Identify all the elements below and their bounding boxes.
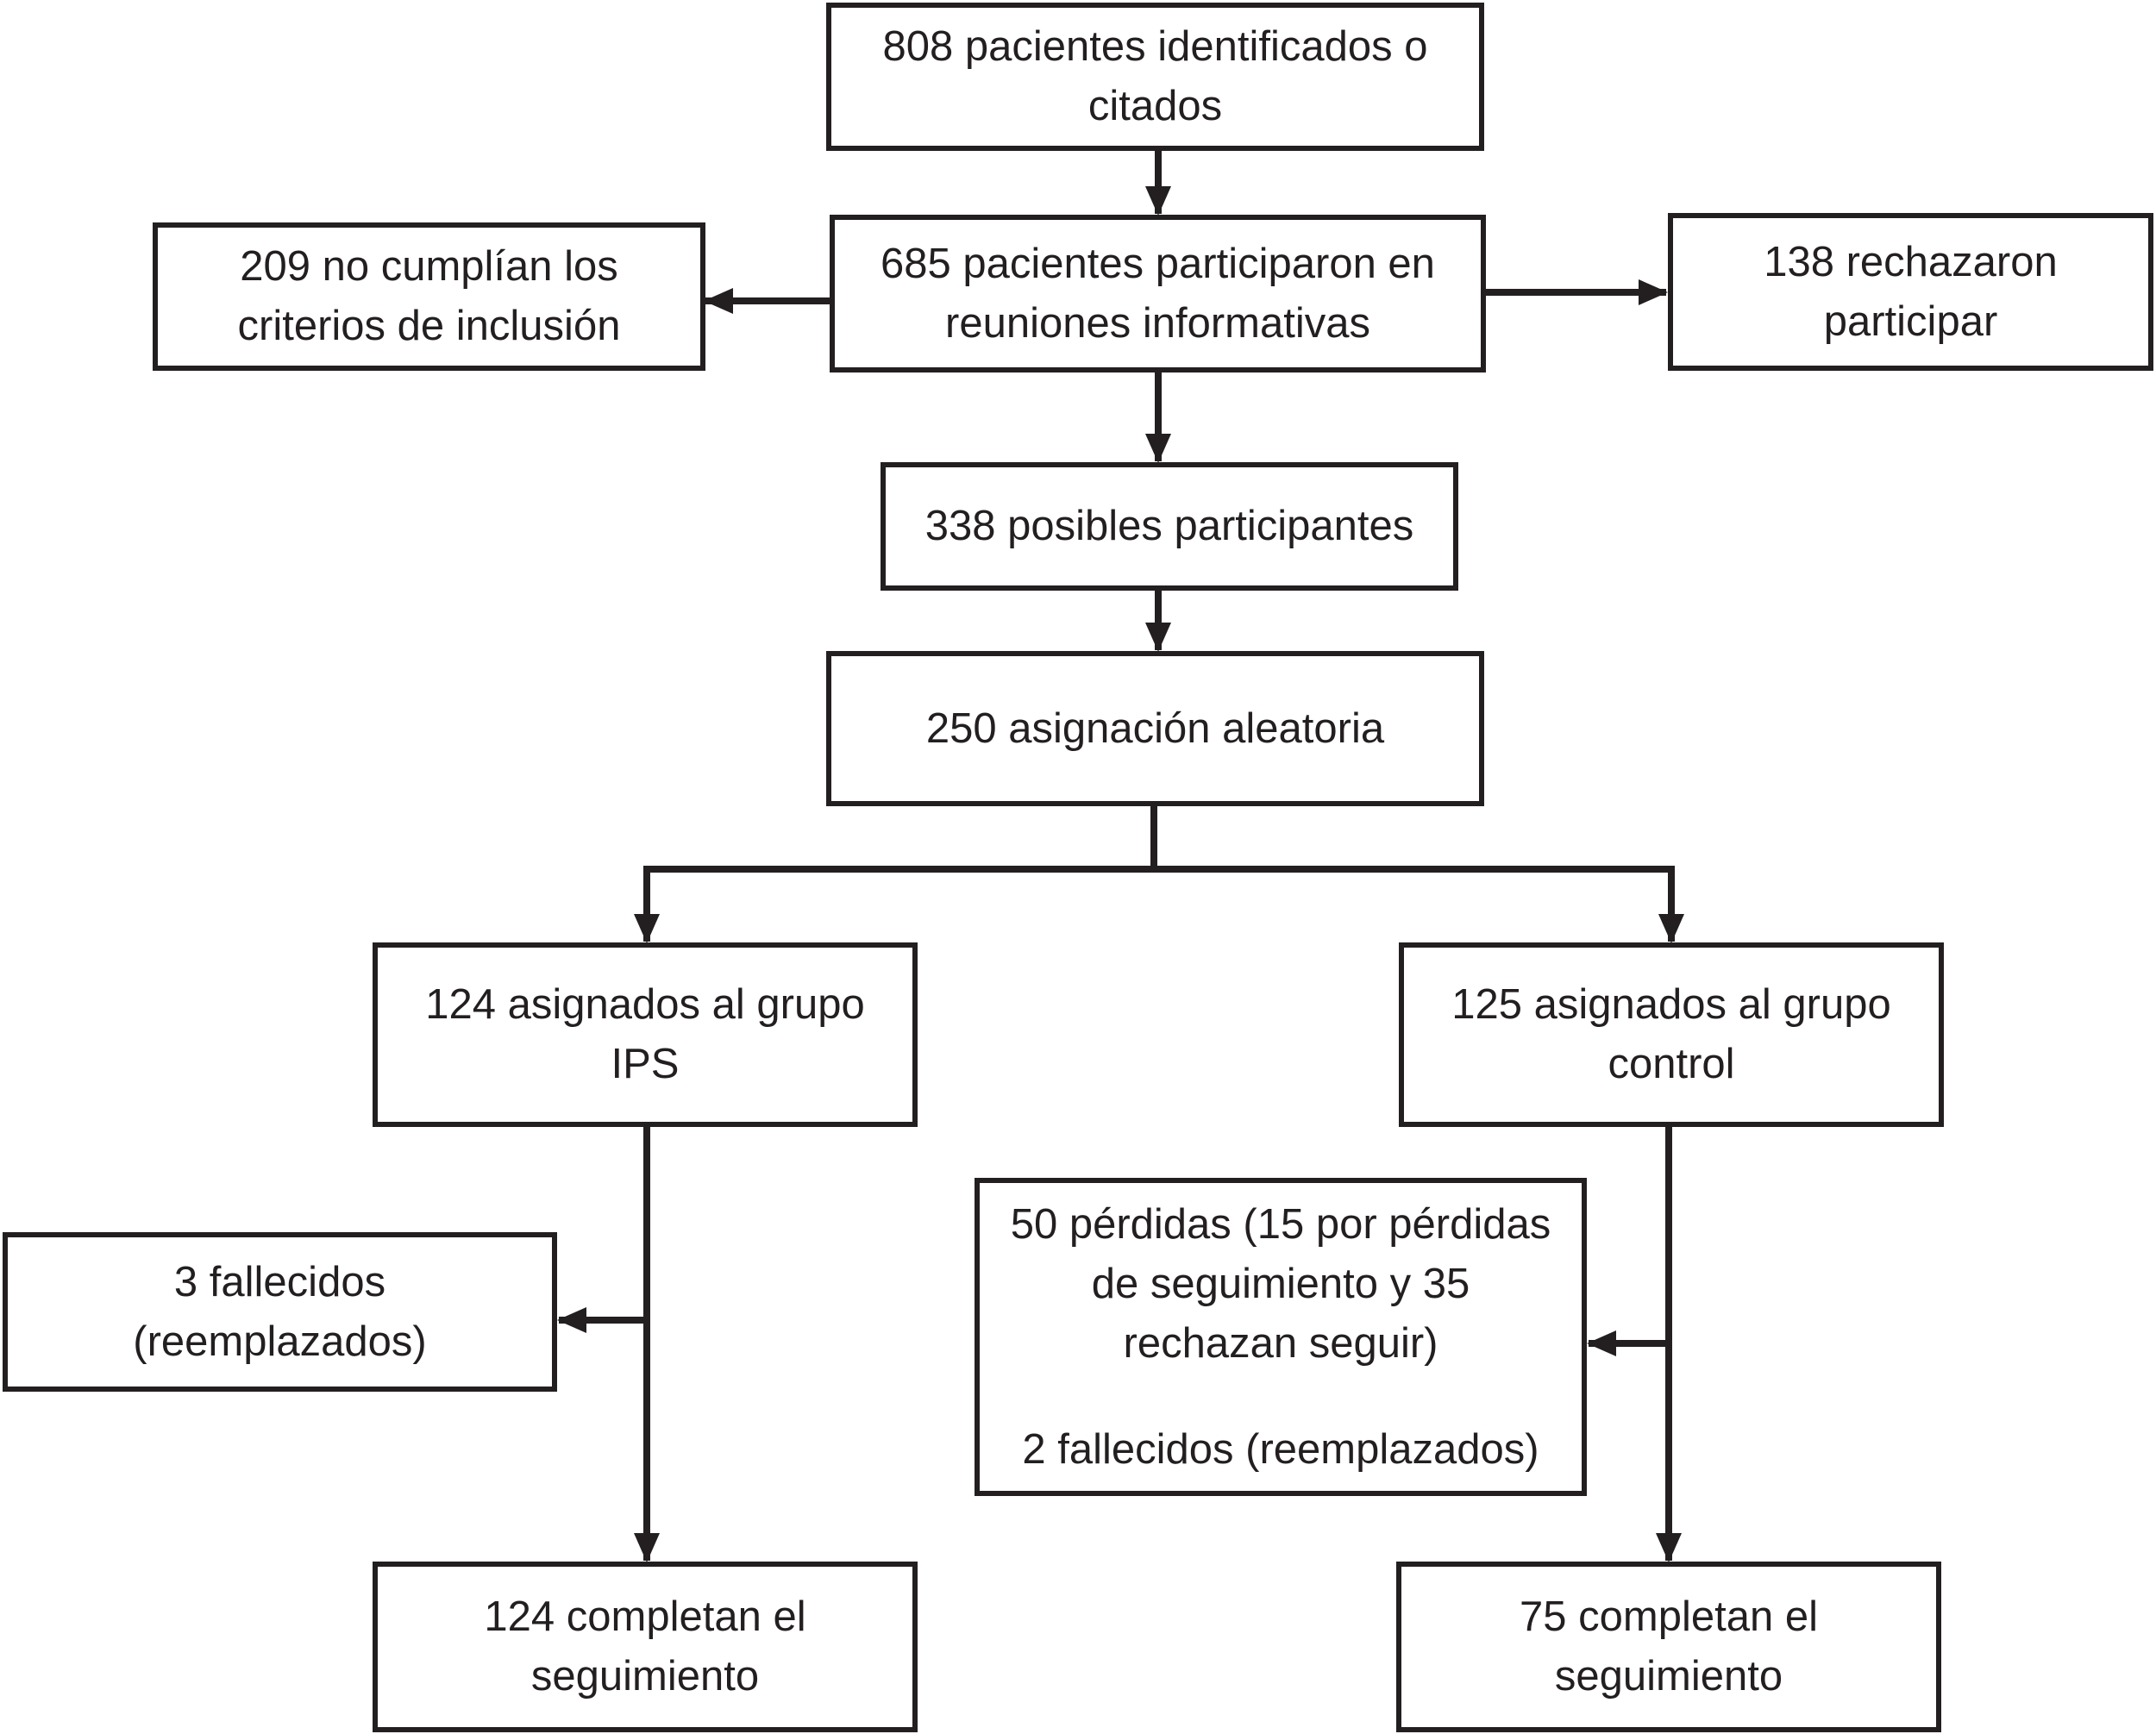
box-text-line: 209 no cumplían los <box>240 243 618 290</box>
box-control-losses: 50 pérdidas (15 por pérdidas de seguimie… <box>975 1178 1587 1496</box>
box-text-line: 75 completan el <box>1520 1593 1818 1640</box>
box-text-line: 124 asignados al grupo <box>425 981 865 1028</box>
box-informative: 685 pacientes participaron en reuniones … <box>830 215 1486 372</box>
box-text-line: 138 rechazaron <box>1764 238 2058 285</box>
box-text-line: 124 completan el <box>484 1593 806 1640</box>
box-text-line: citados <box>1087 83 1223 129</box>
box-refused: 138 rechazaron participar <box>1668 213 2153 371</box>
box-text-line: de seguimiento y 35 <box>1091 1260 1470 1307</box>
box-text-line: seguimiento <box>1554 1653 1783 1700</box>
box-text-line: criterios de inclusión <box>237 303 621 349</box>
box-text-line: 50 pérdidas (15 por pérdidas <box>1010 1200 1551 1248</box>
box-possible: 338 posibles participantes <box>881 462 1458 591</box>
box-text-line: 250 asignación aleatoria <box>925 704 1385 752</box>
box-randomized: 250 asignación aleatoria <box>826 651 1484 806</box>
box-ips-deaths: 3 fallecidos (reemplazados) <box>3 1232 557 1392</box>
box-ips-complete: 124 completan el seguimiento <box>373 1562 918 1732</box>
box-text-line: (reemplazados) <box>133 1318 427 1365</box>
box-excluded: 209 no cumplían los criterios de inclusi… <box>153 222 705 371</box>
box-text-line: 125 asignados al grupo <box>1451 981 1891 1028</box>
box-text-line: IPS <box>611 1041 680 1087</box>
box-text-line: 808 pacientes identificados o <box>882 23 1428 70</box>
box-ips-group: 124 asignados al grupo IPS <box>373 942 918 1127</box>
box-text-line: reuniones informativas <box>945 299 1370 347</box>
box-text-line: 2 fallecidos (reemplazados) <box>1022 1425 1539 1473</box>
box-text-line: 685 pacientes participaron en <box>881 240 1435 287</box>
box-text-line: rechazan seguir) <box>1123 1319 1438 1367</box>
box-control-complete: 75 completan el seguimiento <box>1396 1562 1941 1732</box>
box-text-line: control <box>1608 1041 1735 1087</box>
box-text-line: 3 fallecidos <box>173 1258 386 1305</box>
box-text-line: seguimiento <box>530 1653 760 1700</box>
box-control-group: 125 asignados al grupo control <box>1399 942 1944 1127</box>
box-text-line: participar <box>1823 297 1998 345</box>
box-text-line: 338 posibles participantes <box>924 503 1414 549</box>
box-identified: 808 pacientes identificados o citados <box>826 3 1484 151</box>
